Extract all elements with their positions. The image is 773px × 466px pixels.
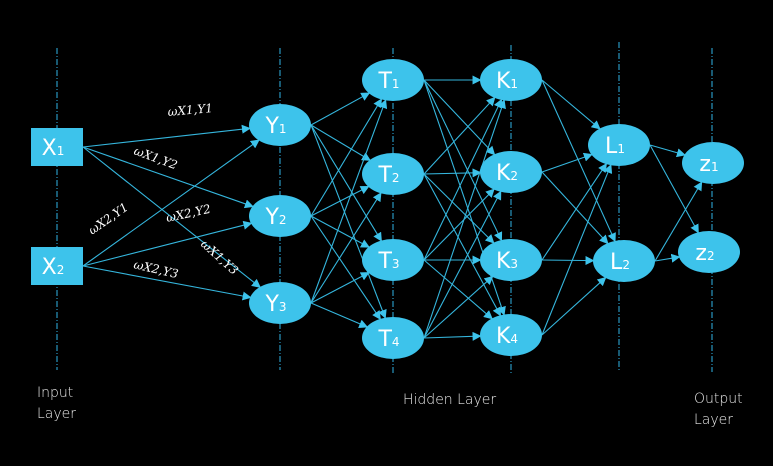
- edge-Y3-T3: [310, 272, 370, 304]
- edge-T4-K2: [423, 190, 502, 339]
- input-layer-label-line2: Layer: [37, 406, 77, 422]
- node-shape: [480, 239, 542, 281]
- node-T2: T2: [362, 153, 424, 195]
- node-X1: X1: [31, 128, 83, 166]
- edge-K2-L1: [541, 152, 593, 173]
- node-Y1: Y1: [249, 104, 311, 146]
- edge-X1-Y1: [82, 124, 251, 148]
- edge-K1-L1: [541, 79, 601, 130]
- input-layer-label-line1: Input: [37, 385, 74, 401]
- node-shape: [31, 128, 83, 166]
- weight-label-X1-Y3: ωX1,Y3: [198, 237, 241, 278]
- edge-T2-K3: [423, 173, 495, 244]
- node-shape: [249, 104, 311, 146]
- node-Y2: Y2: [249, 195, 311, 237]
- node-shape: [362, 59, 424, 101]
- edge-Y1-T2: [310, 124, 371, 161]
- edge-Y2-T4: [310, 215, 381, 321]
- edge-Y2-T1: [310, 98, 382, 217]
- node-shape: [249, 195, 311, 237]
- input-layer-label: Input Layer: [37, 383, 76, 425]
- output-layer-label: Output Layer: [694, 389, 743, 431]
- edge-K4-L2: [541, 276, 607, 336]
- node-T4: T4: [362, 317, 424, 359]
- edge-L1-z1: [649, 144, 686, 158]
- edge-X2-Y1: [82, 139, 260, 267]
- node-z2: z2: [678, 231, 740, 273]
- node-shape: [480, 314, 542, 356]
- node-shape: [249, 282, 311, 324]
- node-shape: [682, 142, 744, 184]
- edge-T2-K1: [423, 96, 496, 175]
- hidden-layer-label: Hidden Layer: [403, 392, 497, 408]
- node-shape: [593, 240, 655, 282]
- weight-label-X2-Y1: ωX2,Y1: [86, 200, 131, 237]
- edge-T4-K1: [423, 99, 506, 339]
- node-K3: K3: [480, 239, 542, 281]
- edge-Y2-T2: [310, 185, 370, 217]
- node-shape: [362, 317, 424, 359]
- edge-L2-z2: [654, 253, 681, 263]
- edge-Y1-T1: [310, 92, 371, 126]
- node-z1: z1: [682, 142, 744, 184]
- edge-X2-Y3: [82, 265, 252, 301]
- node-shape: [31, 247, 83, 285]
- node-shape: [588, 124, 650, 166]
- node-L1: L1: [588, 124, 650, 166]
- node-shape: [678, 231, 740, 273]
- weight-label-X2-Y3: ωX2,Y3: [132, 257, 180, 281]
- node-shape: [362, 153, 424, 195]
- edge-T4-K3: [423, 275, 494, 339]
- node-Y3: Y3: [249, 282, 311, 324]
- edge-X1-Y3: [82, 146, 261, 288]
- edge-T3-K1: [423, 98, 503, 261]
- weight-label-X2-Y2: ωX2,Y2: [165, 202, 212, 225]
- edge-X2-Y2: [82, 220, 253, 267]
- edge-T3-K2: [423, 188, 495, 261]
- node-K4: K4: [480, 314, 542, 356]
- edge-L2-z1: [654, 181, 703, 262]
- edge-L1-z2: [649, 144, 699, 234]
- node-K1: K1: [480, 59, 542, 101]
- edge-Y3-T4: [310, 302, 369, 328]
- edge-T3-K4: [423, 259, 493, 320]
- output-layer-label-line1: Output: [694, 391, 743, 407]
- node-X2: X2: [31, 247, 83, 285]
- weight-label-X1-Y1: ωX1,Y1: [167, 101, 213, 119]
- node-shape: [480, 151, 542, 193]
- node-K2: K2: [480, 151, 542, 193]
- edge-T2-K2: [423, 168, 482, 178]
- weight-label-X1-Y2: ωX1,Y2: [132, 144, 179, 173]
- edge-T4-K4: [423, 331, 482, 341]
- edge-Y3-T2: [310, 192, 382, 304]
- node-shape: [480, 59, 542, 101]
- edge-Y3-T1: [310, 99, 388, 304]
- edge-K3-L1: [541, 162, 607, 261]
- edge-T1-K2: [423, 79, 496, 156]
- node-T3: T3: [362, 239, 424, 281]
- edge-Y1-T4: [310, 124, 387, 319]
- edge-K2-L2: [541, 171, 609, 245]
- edge-X1-Y2: [82, 146, 254, 209]
- edge-K1-L2: [541, 79, 616, 243]
- node-shape: [362, 239, 424, 281]
- edge-T2-K4: [423, 173, 502, 317]
- node-L2: L2: [593, 240, 655, 282]
- edge-K4-L1: [541, 164, 613, 336]
- edge-Y2-T3: [310, 215, 370, 248]
- node-T1: T1: [362, 59, 424, 101]
- edge-Y1-T3: [310, 124, 382, 242]
- edge-T1-K4: [423, 79, 506, 316]
- output-layer-label-line2: Layer: [694, 412, 734, 428]
- edge-K3-L2: [541, 256, 595, 266]
